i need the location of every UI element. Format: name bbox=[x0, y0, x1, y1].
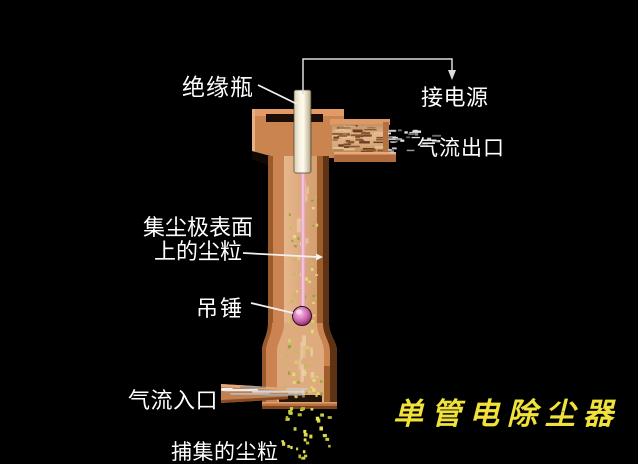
bottom-rim bbox=[262, 402, 337, 409]
inlet-pipe-bottom-edge bbox=[221, 396, 288, 403]
outlet-duct bbox=[330, 119, 396, 162]
lower-left-cut-face bbox=[266, 366, 277, 405]
insulator-leader-line bbox=[257, 84, 298, 105]
bottom-rim-edge bbox=[262, 402, 337, 404]
funnel-left-edge bbox=[262, 323, 272, 366]
captured-falling-dust bbox=[281, 407, 332, 460]
collector-surface-dust-line1: 集尘极表面 bbox=[142, 215, 253, 240]
power-connection-label: 接电源 bbox=[421, 85, 489, 110]
tube-right-wall bbox=[317, 156, 323, 323]
duct-casing-bottom bbox=[334, 152, 396, 162]
tube-right-shadow bbox=[323, 156, 329, 323]
lower-left-outer-edge bbox=[262, 366, 266, 405]
duct-casing-top bbox=[330, 119, 390, 125]
duct-dust-streaks bbox=[332, 125, 384, 153]
power-wire-arrowhead bbox=[448, 70, 456, 80]
power-wire-line bbox=[302, 58, 453, 94]
captured-dust-label: 捕集的尘粒 bbox=[171, 440, 279, 464]
collector-tube bbox=[268, 156, 329, 323]
duct-mouth-rim bbox=[383, 122, 389, 155]
tube-interior bbox=[284, 156, 317, 323]
collector-surface-dust-label: 集尘极表面 上的尘粒 bbox=[137, 216, 259, 264]
inlet-airflow-streaks bbox=[221, 386, 308, 396]
tube-left-cut-face bbox=[273, 156, 284, 323]
collector-leader-arrow bbox=[316, 253, 323, 261]
lower-tube bbox=[262, 366, 337, 409]
leader-lines bbox=[242, 84, 323, 314]
lower-right-shadow bbox=[330, 366, 337, 405]
bottom-rim-shade bbox=[262, 406, 337, 409]
dust-on-collector-wall bbox=[284, 194, 323, 399]
outlet-airflow-spray bbox=[388, 129, 442, 155]
corona-wire-highlight bbox=[302, 170, 304, 308]
power-wire bbox=[302, 58, 456, 94]
insulator-bottle-label: 绝缘瓶 bbox=[182, 75, 254, 100]
tube-left-outer-edge bbox=[268, 156, 273, 323]
diagram-title: 单管电除尘器 bbox=[393, 398, 621, 431]
collector-surface-dust-line2: 上的尘粒 bbox=[153, 239, 242, 264]
insulator-bottle-tube bbox=[293, 89, 312, 174]
air-outlet-label: 气流出口 bbox=[417, 136, 505, 160]
header-left-highlight bbox=[252, 109, 255, 158]
lower-right-wall bbox=[324, 366, 330, 405]
funnel-right-shadow bbox=[323, 323, 337, 366]
weight-leader-line bbox=[250, 302, 294, 314]
duct-casing-bottom-edge bbox=[334, 152, 396, 155]
hanging-weight-sphere bbox=[292, 306, 312, 326]
collector-leader-line bbox=[242, 252, 318, 258]
air-inlet-label: 气流入口 bbox=[128, 388, 219, 413]
bottom-opening bbox=[279, 395, 322, 404]
hanging-weight-label: 吊锤 bbox=[196, 296, 245, 321]
